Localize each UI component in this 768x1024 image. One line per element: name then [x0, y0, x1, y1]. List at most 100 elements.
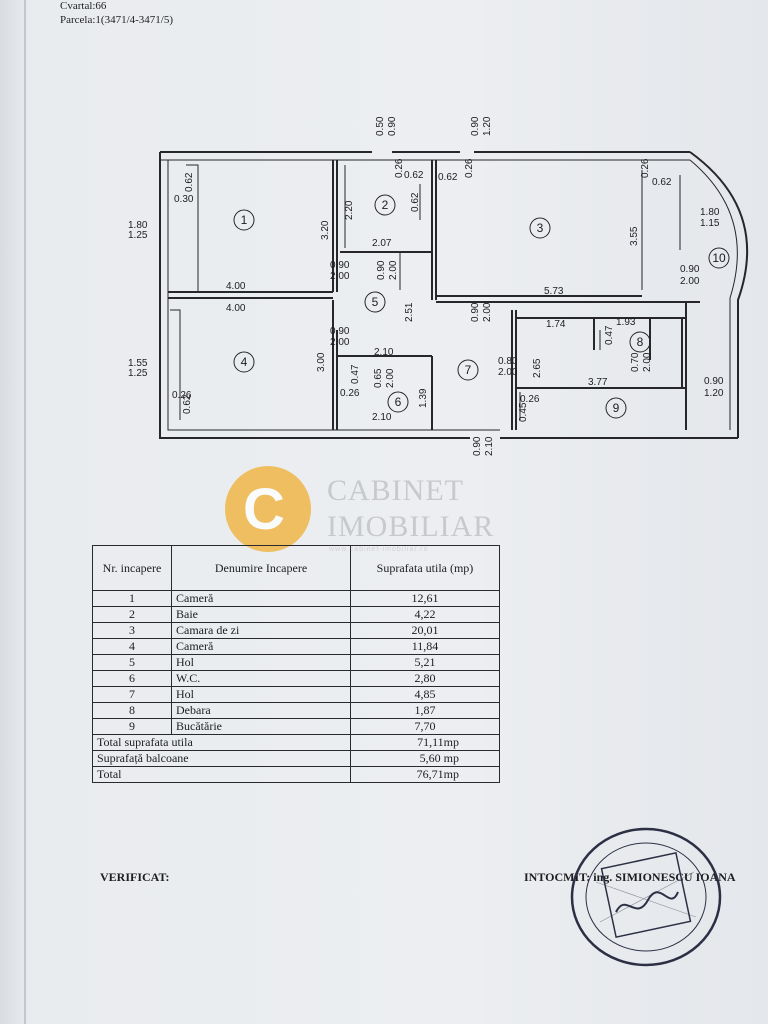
dim: 1.74 — [546, 319, 566, 330]
dim: 0.26 — [172, 390, 192, 401]
header-cvartal: Cvartal:66 — [60, 0, 107, 12]
dim: 2.00 — [330, 337, 350, 348]
cell-name: Debara — [171, 702, 351, 719]
cell-name: W.C. — [171, 670, 351, 687]
dim: 1.55 — [128, 358, 148, 369]
dim: 1.25 — [128, 230, 148, 241]
cell-nr: 2 — [92, 606, 172, 623]
cell-area: 4,85 — [350, 686, 500, 703]
dim: 3.55 — [629, 226, 640, 246]
svg-text:6: 6 — [395, 395, 402, 409]
dim: 4.00 — [226, 281, 246, 292]
cell-nr: 7 — [92, 686, 172, 703]
cell-area: 12,61 — [350, 590, 500, 607]
dim: 3.20 — [320, 220, 331, 240]
dim: 4.00 — [226, 303, 246, 314]
dim: 0.90 — [330, 326, 350, 337]
dim: 2.00 — [680, 276, 700, 287]
cell-nr: 8 — [92, 702, 172, 719]
dimension-labels: 0.50 0.90 0.90 1.20 0.26 0.62 0.62 0.26 … — [128, 116, 724, 456]
watermark: C CABINET IMOBILIAR www.cabinet-imobilia… — [225, 466, 555, 556]
dim: 1.39 — [418, 388, 429, 408]
dim: 0.90 — [330, 260, 350, 271]
cell-name: Baie — [171, 606, 351, 623]
table-total-row: Total suprafata utila 71,11mp — [92, 734, 500, 751]
dim: 0.90 — [387, 116, 398, 136]
room-7: 7 — [457, 359, 479, 381]
cell-area: 11,84 — [350, 638, 500, 655]
cell-nr: 6 — [92, 670, 172, 687]
dim: 1.93 — [616, 317, 636, 328]
dim: 2.20 — [344, 200, 355, 220]
dim: 0.26 — [520, 394, 540, 405]
dim: 0.50 — [375, 116, 386, 136]
dim: 0.62 — [438, 172, 458, 183]
svg-text:9: 9 — [613, 401, 620, 415]
watermark-line1: CABINET — [327, 474, 464, 507]
dim: 1.20 — [482, 116, 493, 136]
dim: 2.07 — [372, 238, 392, 249]
cell-nr: 5 — [92, 654, 172, 671]
cell-area: 4,22 — [350, 606, 500, 623]
dim: 2.65 — [532, 358, 543, 378]
dim: 0.62 — [652, 177, 672, 188]
dim: 0.62 — [182, 394, 193, 414]
dim: 2.10 — [372, 412, 392, 423]
dim: 2.10 — [374, 347, 394, 358]
col-header-nr: Nr. incapere — [92, 545, 172, 591]
room-5: 5 — [364, 291, 386, 313]
room-9: 9 — [605, 397, 627, 419]
cell-area: 2,80 — [350, 670, 500, 687]
cell-name: Camara de zi — [171, 622, 351, 639]
dim: 0.26 — [340, 388, 360, 399]
dim: 0.62 — [184, 172, 195, 192]
dim: 0.26 — [394, 158, 405, 178]
cell-nr: 9 — [92, 718, 172, 735]
dim: 1.15 — [700, 218, 720, 229]
dim: 2.00 — [498, 367, 518, 378]
dim: 0.26 — [640, 158, 651, 178]
dim: 0.45 — [518, 402, 529, 422]
table-total-row: Total 76,71mp — [92, 766, 500, 783]
cell-nr: 3 — [92, 622, 172, 639]
svg-text:3: 3 — [537, 221, 544, 235]
dim: 0.90 — [472, 436, 483, 456]
dim: 2.00 — [388, 260, 399, 280]
svg-text:7: 7 — [465, 363, 472, 377]
dim: 1.20 — [704, 388, 724, 399]
svg-text:5: 5 — [372, 295, 379, 309]
cell-area: 20,01 — [350, 622, 500, 639]
cell-name: Hol — [171, 654, 351, 671]
cell-name: Bucătărie — [171, 718, 351, 735]
dim: 2.00 — [330, 271, 350, 282]
paper-fold — [24, 0, 26, 1024]
table-header-row: Nr. incapere Denumire Incapere Suprafata… — [92, 545, 500, 591]
dim: 2.00 — [642, 352, 653, 372]
dim: 2.00 — [385, 368, 396, 388]
cell-name: Cameră — [171, 638, 351, 655]
svg-text:2: 2 — [382, 198, 389, 212]
dim: 0.80 — [498, 356, 518, 367]
svg-text:10: 10 — [712, 251, 726, 265]
room-10: 10 — [708, 247, 730, 269]
header-parcela: Parcela:1(3471/4-3471/5) — [60, 14, 174, 26]
dim: 0.90 — [704, 376, 724, 387]
dim: 2.51 — [404, 302, 415, 322]
dim: 5.73 — [544, 286, 564, 297]
dim: 1.80 — [700, 207, 720, 218]
room-8: 8 — [629, 331, 651, 353]
dim: 0.90 — [470, 302, 481, 322]
dim: 0.47 — [604, 325, 615, 345]
dim: 1.25 — [128, 368, 148, 379]
cell-area: 7,70 — [350, 718, 500, 735]
cell-area: 5,21 — [350, 654, 500, 671]
room-3: 3 — [529, 217, 551, 239]
floor-plan: 1 2 3 4 5 6 7 8 9 10 0.50 0.90 0.90 1.20… — [128, 116, 749, 456]
